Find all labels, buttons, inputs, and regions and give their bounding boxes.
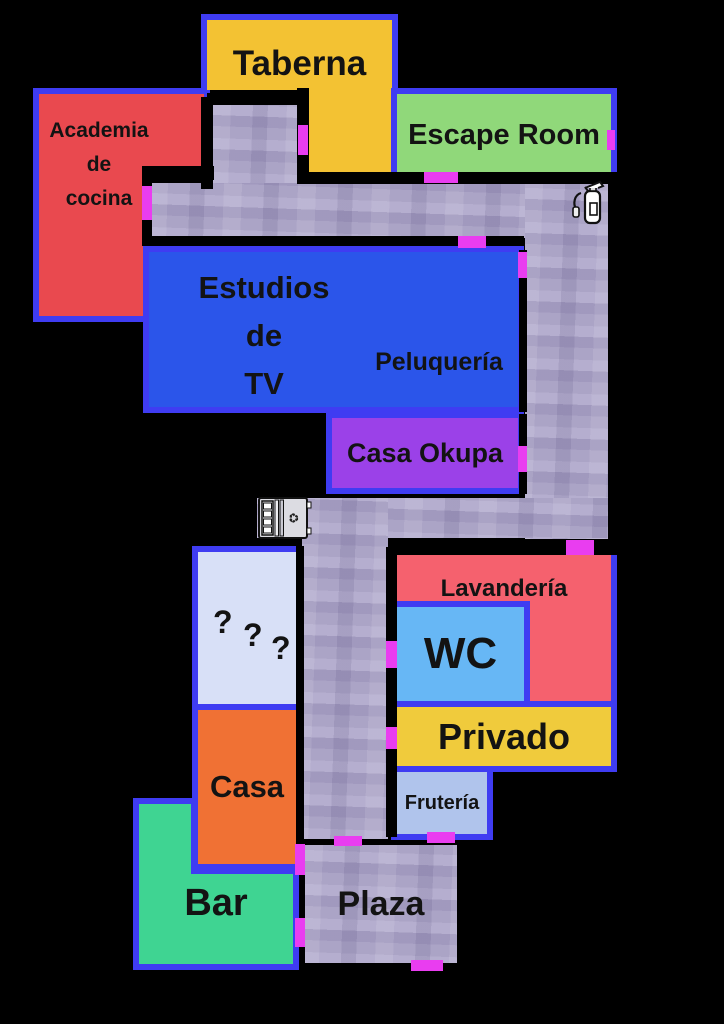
door-bar-plaza — [295, 918, 305, 947]
svg-text:♻: ♻ — [286, 512, 301, 524]
door-taberna — [298, 125, 308, 155]
room-privado: Privado — [391, 701, 617, 772]
wall — [519, 250, 527, 412]
room-label-taberna: Taberna — [232, 44, 367, 83]
door-lavanderia — [566, 540, 594, 555]
door-casa-plaza — [295, 844, 305, 875]
door-plaza-north — [334, 836, 362, 846]
wall — [296, 546, 304, 868]
room-estudios-de-tv: Peluquería Estudios de TV — [143, 246, 524, 413]
door-plaza-exit — [411, 960, 443, 971]
question-mark: ? — [271, 630, 291, 666]
question-mark: ? — [243, 617, 263, 653]
room-label-wc: WC — [423, 629, 498, 678]
wall — [386, 547, 617, 555]
room-bar: Bar — [133, 798, 299, 970]
corridor-vertical — [302, 498, 388, 839]
door-wc — [386, 641, 397, 668]
room-label-peluqueria: Peluquería — [375, 348, 503, 376]
question-mark: ? — [213, 604, 233, 640]
door-privado — [386, 727, 397, 749]
wall — [150, 236, 524, 246]
wall — [142, 166, 214, 180]
room-escape-room: Escape Room — [391, 88, 617, 183]
wall — [386, 547, 397, 837]
room-label-estudios: Estudios de TV — [198, 270, 330, 401]
room-label-casa: Casa — [209, 769, 285, 804]
door-escape-room-east — [607, 130, 615, 150]
door-estudios — [458, 236, 486, 248]
room-plaza: Plaza — [305, 845, 457, 963]
door-fruteria — [427, 832, 455, 843]
room-label-fruteria: Frutería — [404, 791, 480, 814]
wall — [207, 93, 309, 105]
room-casa-okupa: Casa Okupa — [326, 412, 524, 494]
room-label-privado: Privado — [437, 715, 571, 757]
room-label-escape-room: Escape Room — [408, 119, 600, 151]
room-label-lavanderia: Lavandería — [440, 575, 568, 602]
fire-extinguisher-icon[interactable] — [571, 179, 607, 232]
room-academia-de-cocina: Academia de cocina — [33, 88, 210, 322]
room-wc: WC — [391, 601, 530, 707]
door-casa-okupa — [518, 446, 527, 472]
door-escape-room — [424, 172, 458, 183]
peluqueria-wrapper: Peluquería Estudios de TV — [143, 246, 524, 413]
door-peluqueria — [518, 252, 527, 278]
corridor-upper-branch — [213, 103, 300, 183]
room-fruteria: Frutería — [391, 766, 493, 840]
room-label-academia: Academia de cocina — [49, 119, 149, 210]
room-label-casa-okupa: Casa Okupa — [346, 437, 504, 468]
door-academia — [142, 186, 152, 220]
room-mystery: ? ? ? — [192, 546, 302, 710]
vending-machine-icon[interactable]: ♻ — [258, 494, 312, 547]
room-label-plaza: Plaza — [337, 884, 425, 923]
corridor-right — [525, 183, 608, 539]
room-label-bar: Bar — [184, 882, 248, 924]
